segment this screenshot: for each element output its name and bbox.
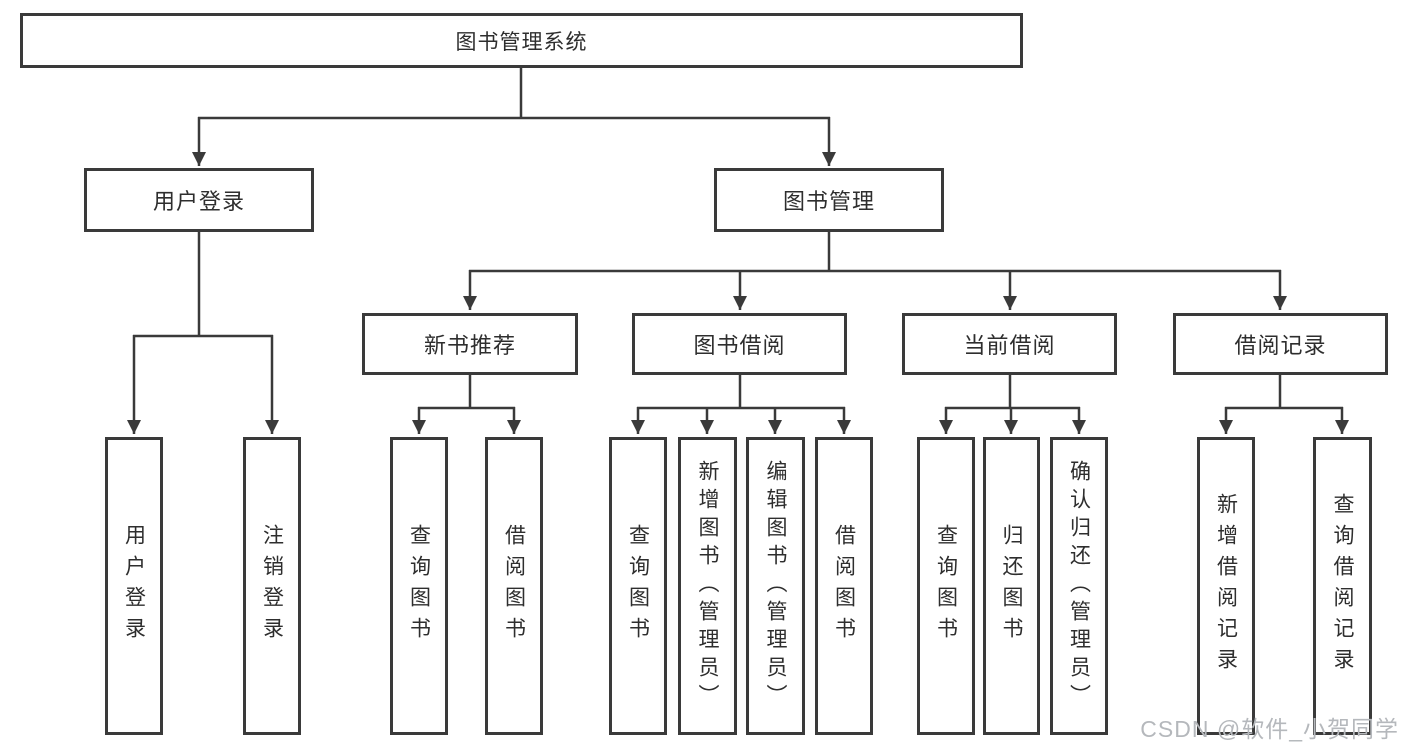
node-borrow-query-books: 查询图书 bbox=[609, 437, 667, 735]
node-borrow-add-books-admin-label: 新增图书（管理员） bbox=[696, 460, 720, 712]
node-rec-borrow-books: 借阅图书 bbox=[485, 437, 543, 735]
node-current-borrowing: 当前借阅 bbox=[902, 313, 1117, 375]
node-borrow-query-books-label: 查询图书 bbox=[626, 524, 650, 648]
node-new-book-recommend: 新书推荐 bbox=[362, 313, 578, 375]
node-rec-query-books: 查询图书 bbox=[390, 437, 448, 735]
node-current-borrowing-label: 当前借阅 bbox=[963, 333, 1056, 358]
node-borrow-edit-books-admin-label: 编辑图书（管理员） bbox=[764, 460, 788, 712]
node-new-book-recommend-label: 新书推荐 bbox=[423, 333, 516, 358]
node-leaf-user-login-label: 用户登录 bbox=[122, 524, 146, 648]
node-book-management: 图书管理 bbox=[714, 168, 944, 232]
node-rec-query-books-label: 查询图书 bbox=[407, 524, 431, 648]
node-current-return-books: 归还图书 bbox=[983, 437, 1040, 735]
node-borrow-borrow-books: 借阅图书 bbox=[815, 437, 873, 735]
node-borrow-edit-books-admin: 编辑图书（管理员） bbox=[746, 437, 805, 735]
node-book-borrowing-label: 图书借阅 bbox=[693, 333, 786, 358]
node-library-system-label: 图书管理系统 bbox=[455, 30, 588, 54]
csdn-watermark: CSDN @软件_小贺同学 bbox=[1140, 716, 1399, 742]
node-user-login: 用户登录 bbox=[84, 168, 314, 232]
node-book-management-label: 图书管理 bbox=[782, 189, 875, 214]
node-records-query-record-label: 查询借阅记录 bbox=[1331, 493, 1355, 679]
node-leaf-logout-label: 注销登录 bbox=[260, 524, 284, 648]
node-records-query-record: 查询借阅记录 bbox=[1313, 437, 1372, 735]
node-leaf-user-login: 用户登录 bbox=[105, 437, 163, 735]
node-rec-borrow-books-label: 借阅图书 bbox=[502, 524, 526, 648]
node-user-login-label: 用户登录 bbox=[152, 189, 245, 214]
node-current-confirm-return-admin: 确认归还（管理员） bbox=[1050, 437, 1108, 735]
node-leaf-logout: 注销登录 bbox=[243, 437, 301, 735]
node-current-confirm-return-admin-label: 确认归还（管理员） bbox=[1067, 460, 1091, 712]
node-borrow-add-books-admin: 新增图书（管理员） bbox=[678, 437, 737, 735]
node-borrowing-records: 借阅记录 bbox=[1173, 313, 1388, 375]
node-records-add-record: 新增借阅记录 bbox=[1197, 437, 1255, 735]
node-borrowing-records-label: 借阅记录 bbox=[1234, 333, 1327, 358]
node-current-query-books-label: 查询图书 bbox=[934, 524, 958, 648]
node-records-add-record-label: 新增借阅记录 bbox=[1214, 493, 1238, 679]
node-borrow-borrow-books-label: 借阅图书 bbox=[832, 524, 856, 648]
node-library-system: 图书管理系统 bbox=[20, 13, 1023, 68]
node-current-return-books-label: 归还图书 bbox=[1000, 524, 1024, 648]
node-current-query-books: 查询图书 bbox=[917, 437, 975, 735]
node-book-borrowing: 图书借阅 bbox=[632, 313, 847, 375]
